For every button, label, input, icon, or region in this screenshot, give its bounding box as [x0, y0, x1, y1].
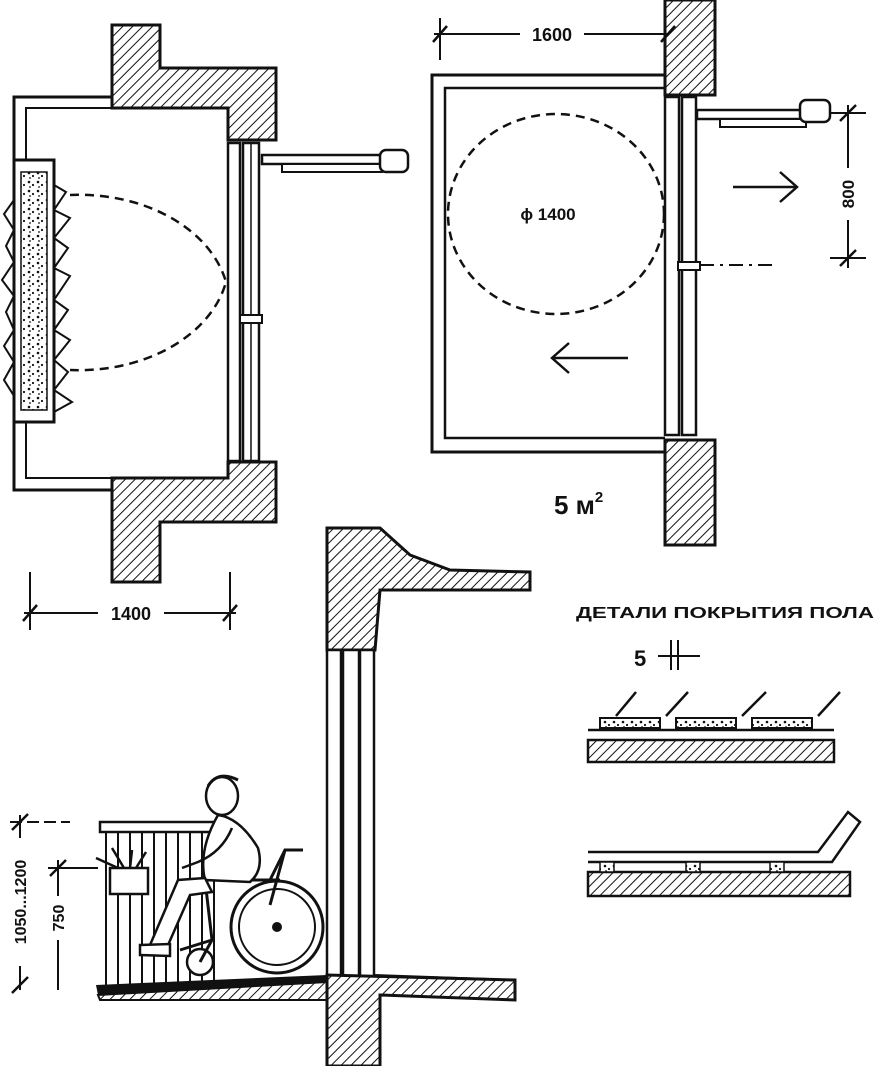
floor-details-title: ДЕТАЛИ ПОКРЫТИЯ ПОЛА: [576, 605, 875, 622]
wheelchair-hub: [272, 922, 282, 932]
dim-tick-box-top: [49, 859, 67, 877]
interior-floor-line: [373, 974, 516, 981]
detail1-joint: [741, 691, 767, 717]
dim-label-800: 800: [839, 180, 858, 208]
wall-lower-left: [110, 460, 278, 584]
dim-800-bg: [836, 168, 860, 220]
turning-circle-left: [69, 193, 228, 372]
plan-right: ϕ 1400 1600 800 5 м2: [430, 0, 866, 547]
balcony-railing-right-inner: [443, 86, 665, 440]
wall-upper-left: [110, 23, 278, 142]
door-closer-knob-left: [378, 148, 410, 174]
detail2-base: [586, 870, 852, 898]
dim-tick-right: [222, 604, 238, 622]
detail2-covering: [588, 810, 862, 864]
wheelchair-rear-wheel-rim: [238, 888, 316, 966]
dim-label-box-height: 750: [51, 905, 68, 932]
dim-tick-rail-bottom: [11, 976, 29, 994]
detail1-joint: [817, 691, 841, 717]
detail1-base: [586, 738, 836, 764]
detail1-joint: [665, 691, 689, 717]
section-view: 1050...1200 750: [8, 526, 532, 1066]
gap-dim-label: 5: [634, 646, 646, 671]
door-closer-knob-right: [798, 98, 832, 124]
circle-diameter-label: ϕ 1400: [520, 205, 575, 224]
dim-1600-bg: [520, 22, 584, 46]
detail1-tile: [599, 717, 661, 729]
dim-box-bg: [46, 896, 70, 940]
detail1-joint: [615, 691, 637, 717]
person-arm: [181, 827, 234, 870]
door-frame-left: [226, 141, 242, 463]
door-handle-left: [239, 314, 263, 324]
plan-left: 1400: [0, 23, 410, 630]
balcony-slab: [96, 975, 327, 995]
arrow-out-head: [779, 171, 799, 203]
area-value: 5 м: [554, 490, 595, 520]
dim-tick-rail-top: [11, 813, 29, 831]
wheelchair-footrest: [179, 938, 213, 952]
door-frame-section-a: [325, 648, 343, 982]
door-closer-body-right: [719, 118, 807, 128]
person-shoes: [138, 942, 172, 958]
wall-lower-right: [663, 438, 717, 547]
area-label: 5 м2: [554, 489, 603, 520]
ceiling-slab: [325, 526, 532, 652]
wall-upper-right: [663, 0, 717, 97]
planter-soil: [20, 171, 48, 411]
detail1-tile: [675, 717, 737, 729]
dim-rail-bg: [8, 838, 32, 966]
dim-tick-1600-left: [432, 25, 448, 43]
wheelchair-backrest: [268, 849, 287, 906]
turning-circle-right: [446, 112, 666, 316]
person-hair: [206, 774, 239, 787]
dim-label-bg: [98, 600, 164, 624]
person-torso: [201, 813, 261, 884]
dim-label-1400: 1400: [111, 604, 151, 624]
balcony-railing-right-outer: [430, 73, 665, 454]
door-handle-right: [677, 261, 701, 271]
dim-tick-1600-right: [660, 25, 676, 43]
plant-icon: [95, 847, 148, 870]
door-frame-section-b: [341, 648, 361, 982]
planter-foliage-outer: [0, 199, 16, 397]
railing-top: [98, 820, 222, 834]
planter-foliage: [52, 184, 74, 413]
dim-label-1600: 1600: [532, 25, 572, 45]
floor-details: ДЕТАЛИ ПОКРЫТИЯ ПОЛА 5: [576, 605, 875, 898]
arrow-in-head: [550, 342, 570, 374]
door-frame-section-c: [358, 648, 376, 982]
door-closer-body-left: [281, 163, 383, 173]
door-frame-right: [663, 95, 681, 437]
floor-slab-section: [325, 973, 517, 1066]
dim-tick-800-bottom: [839, 249, 857, 267]
dim-tick-left: [22, 604, 38, 622]
door-closer-arm-left: [260, 153, 392, 166]
detail2-spacer: [769, 861, 785, 873]
planter-box-section: [108, 866, 150, 896]
area-exponent: 2: [595, 489, 603, 506]
detail2-spacer: [685, 861, 701, 873]
dim-tick-800-top: [839, 104, 857, 122]
dim-label-rail-height: 1050...1200: [13, 860, 30, 945]
detail2-spacer: [599, 861, 615, 873]
detail1-tile: [751, 717, 813, 729]
